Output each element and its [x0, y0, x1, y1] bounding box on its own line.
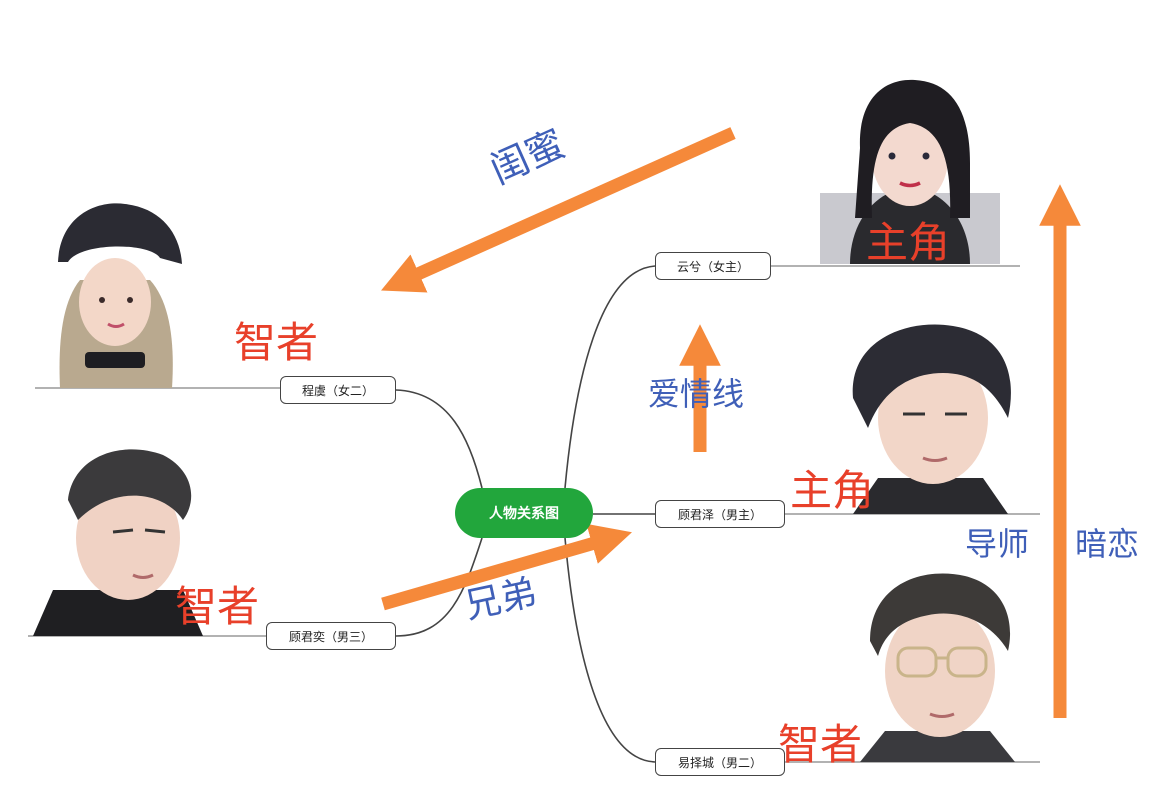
portrait-gujunze	[852, 324, 1011, 514]
arrow-brothers	[381, 523, 632, 611]
portrait-gujunyi	[33, 449, 203, 636]
portrait-yunli	[820, 79, 1000, 264]
role-label-chengyu: 智者	[234, 318, 319, 367]
relation-label-secret-crush: 暗恋	[1075, 525, 1140, 563]
role-label-gujunyi: 智者	[175, 582, 260, 631]
role-label-yunli: 主角	[866, 218, 951, 267]
portrait-chengyu	[58, 203, 182, 388]
arrow-besties	[381, 127, 736, 293]
center-node[interactable]: 人物关系图	[455, 488, 593, 538]
relation-label-love-line: 爱情线	[648, 375, 745, 413]
portrait-yizecheng	[860, 573, 1015, 762]
connector-yizecheng	[564, 537, 656, 763]
node-yunli[interactable]: 云兮（女主）	[655, 252, 771, 280]
connector-yunli	[564, 265, 656, 489]
node-gujunyi[interactable]: 顾君奕（男三）	[266, 622, 396, 650]
connector-chengyu	[395, 389, 483, 489]
node-chengyu[interactable]: 程虞（女二）	[280, 376, 396, 404]
connector-gujunyi	[395, 537, 483, 637]
role-label-yizecheng: 智者	[778, 720, 863, 769]
role-label-gujunze: 主角	[790, 466, 875, 515]
relation-label-mentor: 导师	[965, 525, 1030, 563]
node-yizecheng[interactable]: 易择城（男二）	[655, 748, 785, 776]
node-gujunze[interactable]: 顾君泽（男主）	[655, 500, 785, 528]
